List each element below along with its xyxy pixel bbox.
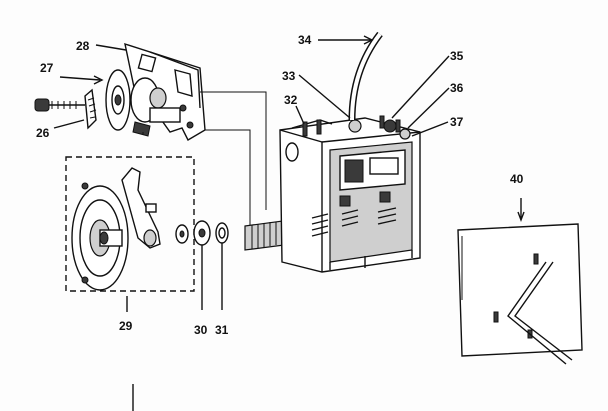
label-part-34: 34 bbox=[298, 33, 312, 47]
label-part-40: 40 bbox=[510, 172, 524, 186]
dial-assembly-group bbox=[65, 156, 195, 292]
label-part-32: 32 bbox=[284, 93, 298, 107]
label-part-30: 30 bbox=[194, 323, 208, 337]
label-part-29: 29 bbox=[119, 319, 133, 333]
bracket-assembly bbox=[34, 42, 206, 141]
label-part-31: 31 bbox=[215, 323, 229, 337]
label-part-27: 27 bbox=[40, 61, 54, 75]
label-part-26: 26 bbox=[36, 126, 50, 140]
part-number-labels: 26 27 28 29 30 31 32 33 34 35 36 37 40 bbox=[36, 33, 524, 337]
label-part-28: 28 bbox=[76, 39, 90, 53]
switch-housing bbox=[244, 31, 421, 273]
callout-pointers bbox=[53, 35, 450, 312]
contact-springs bbox=[311, 207, 397, 237]
label-part-37: 37 bbox=[450, 115, 464, 129]
label-part-35: 35 bbox=[450, 49, 464, 63]
label-part-33: 33 bbox=[282, 69, 296, 83]
cover-plate bbox=[457, 198, 583, 365]
washer-parts bbox=[193, 220, 229, 310]
label-part-36: 36 bbox=[450, 81, 464, 95]
